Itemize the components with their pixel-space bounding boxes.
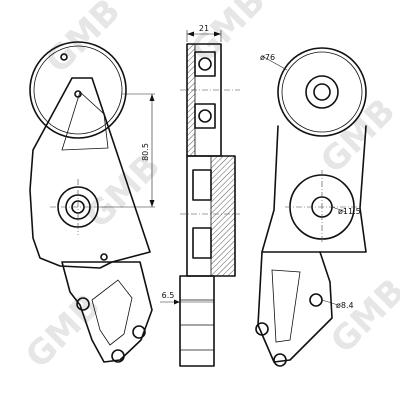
bearing-ball-lower [198,109,212,123]
dim-diameter-11-5-leader [331,206,347,213]
mount-hole-2 [132,325,146,339]
pulley-hole [60,53,68,61]
dim-diameter-76-leader [261,55,288,71]
section-view: 21 6.5 [160,24,240,367]
watermark-text-3: GMB [78,146,168,236]
bearing-upper [194,51,216,77]
pulley-rim [33,45,123,135]
arm-small-hole [100,253,108,261]
bearing-ball-upper [198,57,212,71]
arm-window [61,91,109,151]
watermark-text-6: GMB [18,286,108,376]
watermark-text-5: GMB [323,271,400,361]
bracket-rib-right [271,269,301,343]
spring-upper [192,169,212,201]
dim-pivot-diameter: ø11.5 [338,207,361,216]
dim-6-5-arrow [174,299,180,305]
arm-bolt-hole [74,90,82,98]
right-view: ø76 ø11.5 ø8.4 [255,47,367,367]
left-view: 80.5 [29,41,155,363]
dim-width-top: 21 [199,24,209,33]
dim-center-distance: 80.5 [141,143,150,161]
pulley-outer [29,41,127,139]
arm-body [29,77,151,269]
mount-hole-right-3 [273,353,287,367]
mount-hole-1 [76,297,90,311]
dim-offset: 6.5 [162,291,175,300]
dim-21-arrow-left [187,31,194,37]
bearing-lower [194,103,216,129]
pulley-bore-right [313,83,331,101]
dim-diameter-8-4-leader [321,299,339,306]
watermark-text-1: GMB [38,0,128,81]
pulley-hub-right [305,75,339,109]
pulley-rim-right [281,51,363,133]
spring-lower [192,227,212,259]
mount-hole-3 [111,349,125,363]
dim-mount-hole: ø8.4 [336,301,354,310]
pulley-outer-right [277,47,367,137]
bracket-section [179,275,215,367]
arm-hatch [210,155,236,277]
mount-hole-right-1 [255,322,269,336]
mount-hole-right-2 [309,293,323,307]
arm-body-right [261,125,367,253]
dim-21-arrow-right [214,31,221,37]
dim-80-5-arrow-top [149,94,155,101]
bracket-rib [91,279,133,346]
bracket-body [61,261,153,363]
dim-80-5-arrow-bottom [149,200,155,207]
pulley-hatch-left [186,43,196,157]
watermark: GMB GMB GMB GMB GMB GMB [18,0,400,376]
dim-pulley-diameter: ø76 [260,53,275,62]
